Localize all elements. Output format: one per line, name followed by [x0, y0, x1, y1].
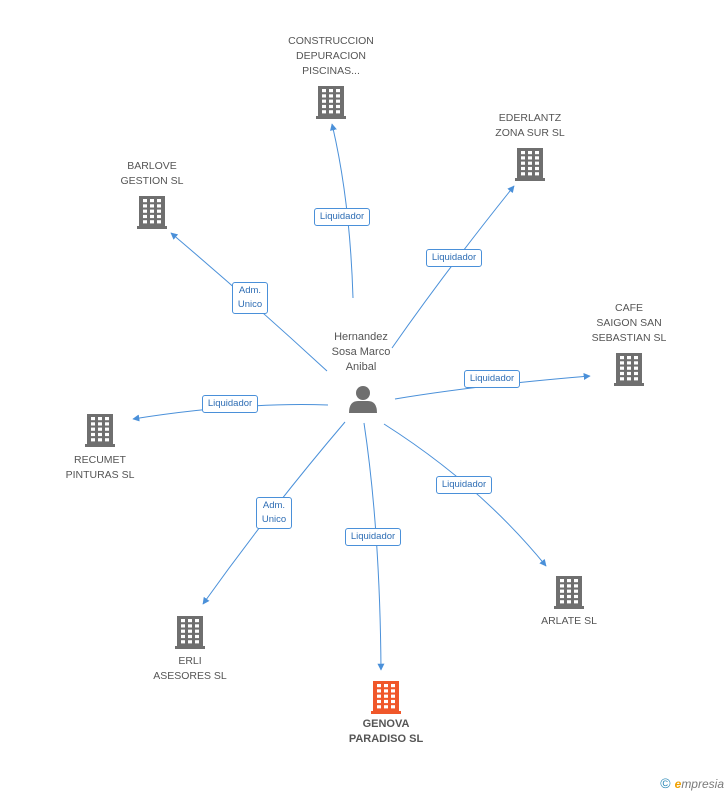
- person-name[interactable]: Hernandez Sosa Marco Anibal: [331, 331, 391, 373]
- company-name-recumet[interactable]: RECUMET PINTURAS SL: [65, 454, 135, 481]
- company-name-construccion[interactable]: CONSTRUCCION DEPURACION PISCINAS...: [288, 35, 374, 77]
- edge-construccion: [330, 123, 354, 299]
- relation-label-recumet: Liquidador: [201, 395, 259, 413]
- relation-label-genova: Liquidador: [344, 528, 402, 546]
- company-name-arlate[interactable]: ARLATE SL: [541, 615, 597, 627]
- building-icon[interactable]: [137, 196, 167, 229]
- copyright-symbol: ©: [660, 775, 671, 791]
- company-name-barlove[interactable]: BARLOVE GESTION SL: [120, 160, 184, 187]
- building-icon[interactable]: [175, 616, 205, 649]
- building-icon[interactable]: [316, 86, 346, 119]
- edge-genova: [363, 422, 385, 671]
- relation-label-construccion: Liquidador: [313, 208, 371, 226]
- edge-ederlantz: [391, 185, 515, 349]
- brand-logo-e: e: [674, 777, 682, 791]
- company-name-cafe[interactable]: CAFE SAIGON SAN SEBASTIAN SL: [591, 302, 667, 344]
- building-icon[interactable]: [515, 148, 545, 181]
- relation-label-cafe: Liquidador: [463, 370, 521, 388]
- person-icon[interactable]: [349, 386, 377, 413]
- building-icon[interactable]: [85, 414, 115, 447]
- company-name-ederlantz[interactable]: EDERLANTZ ZONA SUR SL: [495, 112, 565, 139]
- brand-logo-text: mpresia: [681, 777, 724, 791]
- relation-label-arlate: Liquidador: [435, 476, 493, 494]
- relation-label-erli: Adm. Unico: [255, 497, 293, 529]
- building-icon[interactable]: [614, 353, 644, 386]
- brand-watermark: ©empresia: [660, 775, 724, 791]
- company-name-erli[interactable]: ERLI ASESORES SL: [153, 655, 227, 682]
- relation-label-barlove: Adm. Unico: [231, 282, 269, 314]
- edge-arlate: [383, 423, 547, 567]
- building-icon[interactable]: [371, 681, 401, 714]
- relation-label-ederlantz: Liquidador: [425, 249, 483, 267]
- building-icon[interactable]: [554, 576, 584, 609]
- company-name-genova[interactable]: GENOVA PARADISO SL: [348, 718, 424, 745]
